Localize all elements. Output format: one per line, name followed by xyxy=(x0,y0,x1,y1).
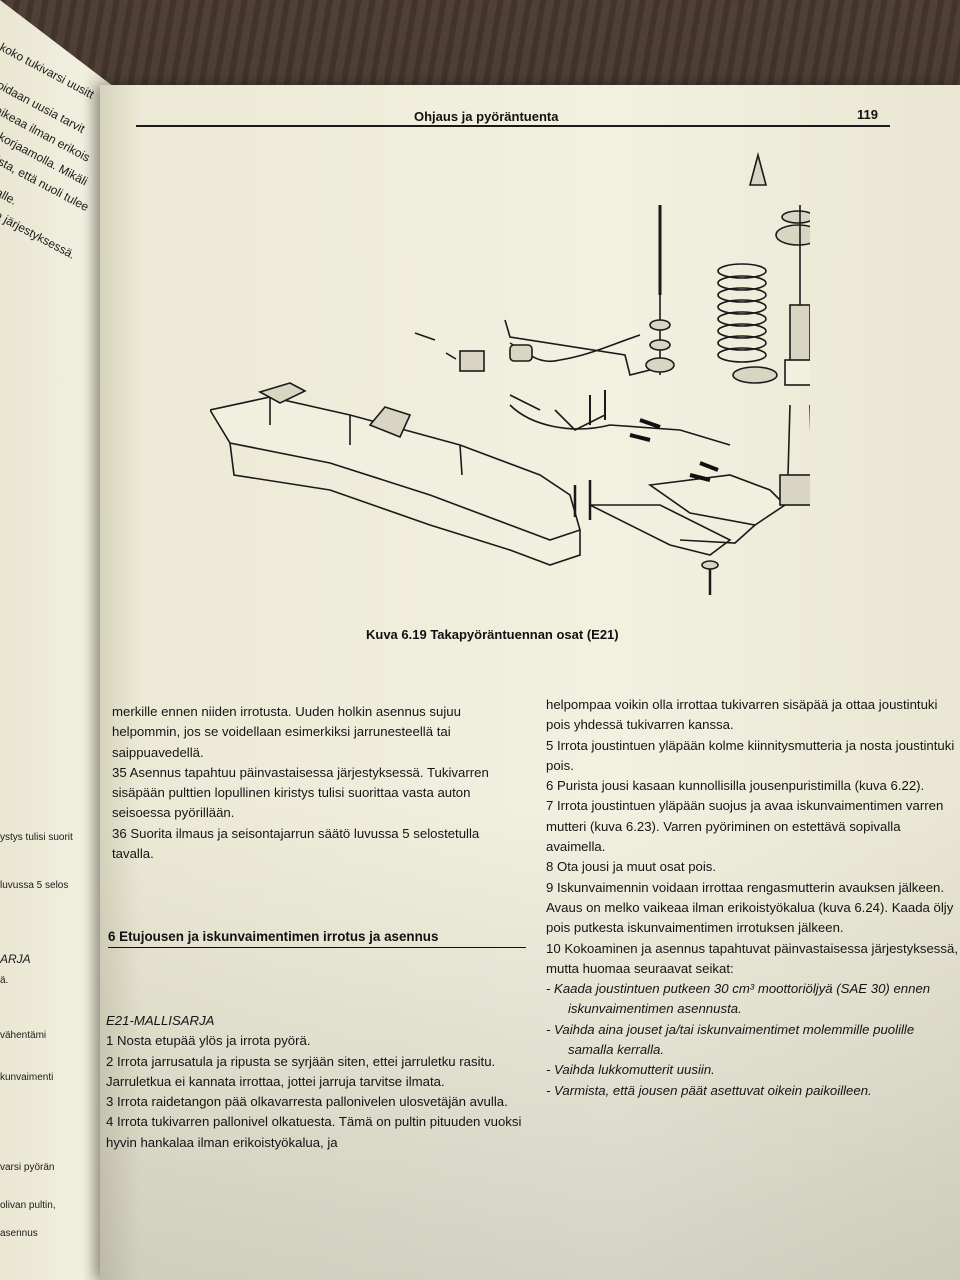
column-left-top: merkille ennen niiden irrotusta. Uuden h… xyxy=(112,702,522,864)
paragraph: 36 Suorita ilmaus ja seisontajarrun säät… xyxy=(112,825,480,862)
step-item: 7 Irrota joustintuen yläpään suojus ja a… xyxy=(546,798,944,855)
step-item: 6 Purista jousi kasaan kunnollisilla jou… xyxy=(546,778,925,794)
step-item: 4 Irrota tukivarren pallonivel olkatuest… xyxy=(106,1114,522,1150)
column-right: helpompaa voikin olla irrottaa tukivarre… xyxy=(546,695,960,1101)
suspension-exploded-diagram xyxy=(210,151,810,595)
left-page-text: ä. xyxy=(0,975,9,986)
running-header: Ohjaus ja pyöräntuenta xyxy=(410,109,563,124)
left-page-text: olivan pultin, xyxy=(0,1200,56,1211)
book-page: Ohjaus ja pyöräntuenta 119 xyxy=(100,85,960,1280)
bullet-item: - Vaihda lukkomutterit uusiin. xyxy=(546,1062,715,1078)
left-page-text: ARJA xyxy=(0,952,31,966)
step-item: 1 Nosta etupää ylös ja irrota pyörä. xyxy=(106,1033,311,1049)
left-page-text: asennus xyxy=(0,1228,38,1239)
left-page: koko tukivarsi uusitt voidaan uusia tarv… xyxy=(0,0,118,1280)
bullet-item: - Kaada joustintuen putkeen 30 cm³ moott… xyxy=(546,981,931,1017)
section-heading: 6 Etujousen ja iskunvaimentimen irrotus … xyxy=(108,929,526,948)
page-number: 119 xyxy=(857,107,878,122)
step-item: 9 Iskunvaimennin voidaan irrottaa rengas… xyxy=(546,879,954,936)
bullet-item: - Vaihda aina jouset ja/tai iskunvaiment… xyxy=(546,1021,915,1058)
paragraph: 35 Asennus tapahtuu päinvastaisessa järj… xyxy=(112,764,489,821)
step-item: 2 Irrota jarrusatula ja ripusta se syrjä… xyxy=(106,1053,496,1089)
header-rule xyxy=(136,125,890,127)
left-page-text: sa järjestyksessä. xyxy=(0,205,78,262)
left-page-text: kunvaimenti xyxy=(0,1072,54,1083)
left-page-text: vähentämi xyxy=(0,1030,47,1041)
left-page-text: ystys tulisi suorit xyxy=(0,832,73,843)
paragraph: helpompaa voikin olla irrottaa tukivarre… xyxy=(546,697,938,733)
bullet-item: - Varmista, että jousen päät asettuvat o… xyxy=(546,1082,872,1098)
left-page-text: dalle. xyxy=(0,182,20,208)
left-page-text: varsi pyörän xyxy=(0,1162,55,1173)
step-item: 3 Irrota raidetangon pää olkavarresta pa… xyxy=(106,1094,508,1110)
column-left-bottom: E21-MALLISARJA 1 Nosta etupää ylös ja ir… xyxy=(106,1011,532,1153)
figure-caption: Kuva 6.19 Takapyöräntuennan osat (E21) xyxy=(366,627,619,642)
step-item: 10 Kokoaminen ja asennus tapahtuvat päin… xyxy=(546,940,958,976)
paragraph: merkille ennen niiden irrotusta. Uuden h… xyxy=(112,704,461,760)
model-series-subtitle: E21-MALLISARJA xyxy=(106,1013,215,1028)
step-item: 8 Ota jousi ja muut osat pois. xyxy=(546,859,717,875)
left-page-text: luvussa 5 selos xyxy=(0,880,69,891)
step-item: 5 Irrota joustintuen yläpään kolme kiinn… xyxy=(546,737,955,773)
